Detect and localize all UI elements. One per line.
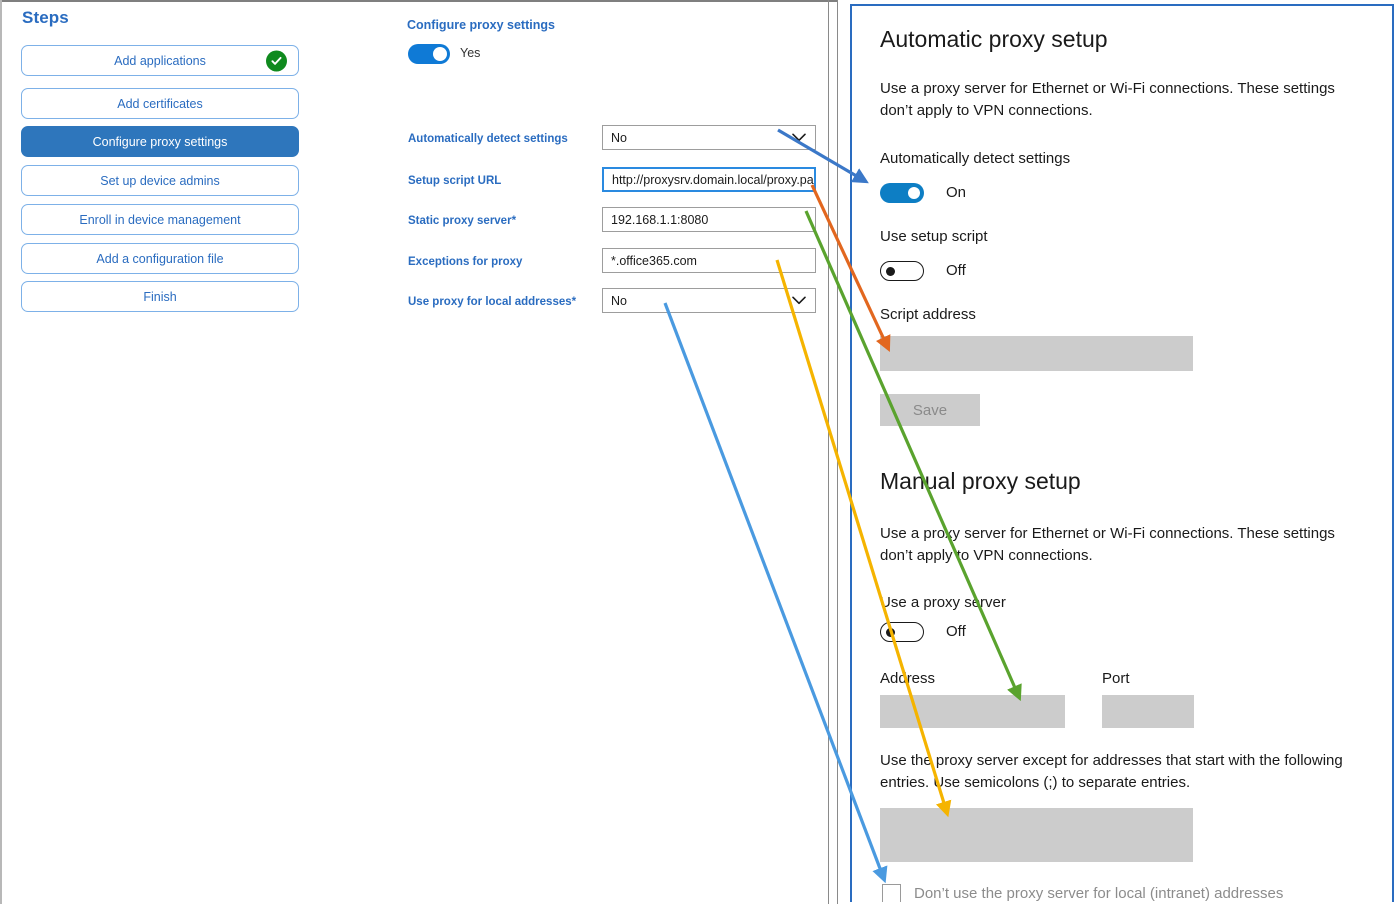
automatically-detect-settings-toggle[interactable] (880, 183, 924, 203)
label-use-proxy-for-local-addresses: Use proxy for local addresses* (408, 296, 577, 308)
panel-divider-1 (828, 0, 829, 904)
use-setup-script-label: Use setup script (880, 228, 988, 245)
step-add-certificates[interactable]: Add certificates (21, 88, 299, 119)
windows-proxy-settings-panel: Automatic proxy setup Use a proxy server… (850, 4, 1394, 902)
input-static-proxy-server[interactable]: 192.168.1.1:8080 (602, 207, 816, 232)
address-label: Address (880, 670, 936, 687)
manual-proxy-setup-description: Use a proxy server for Ethernet or Wi-Fi… (880, 525, 1335, 564)
step-label: Add a configuration file (96, 251, 224, 266)
select-automatically-detect-settings[interactable]: No (602, 125, 816, 150)
step-enroll-in-device-management[interactable]: Enroll in device management (21, 204, 299, 235)
use-setup-script-state: Off (946, 262, 966, 279)
chevron-down-icon (792, 131, 806, 145)
port-input[interactable] (1102, 695, 1194, 728)
form-heading: Configure proxy settings (407, 18, 555, 32)
use-a-proxy-server-toggle[interactable] (880, 622, 924, 642)
step-add-applications[interactable]: Add applications (21, 45, 299, 76)
step-set-up-device-admins[interactable]: Set up device admins (21, 165, 299, 196)
automatic-proxy-setup-description: Use a proxy server for Ethernet or Wi-Fi… (880, 80, 1335, 119)
step-label: Configure proxy settings (92, 134, 228, 149)
step-label: Finish (143, 289, 177, 304)
configure-proxy-toggle-value: Yes (460, 46, 481, 60)
select-use-proxy-for-local-addresses[interactable]: No (602, 288, 816, 313)
input-setup-script-url[interactable]: http://proxysrv.domain.local/proxy.pa (602, 167, 816, 192)
bypass-local-checkbox[interactable] (882, 884, 901, 902)
automatically-detect-settings-label: Automatically detect settings (880, 150, 1071, 167)
label-exceptions-for-proxy: Exceptions for proxy (408, 256, 523, 268)
script-address-label: Script address (880, 306, 976, 323)
exceptions-input[interactable] (880, 808, 1193, 862)
automatic-proxy-setup-heading: Automatic proxy setup (880, 26, 1108, 52)
label-static-proxy-server: Static proxy server* (408, 215, 517, 227)
step-label: Set up device admins (100, 173, 220, 188)
step-configure-proxy-settings[interactable]: Configure proxy settings (21, 126, 299, 157)
configure-proxy-form: Configure proxy settings Yes Automatical… (336, 0, 828, 904)
address-input[interactable] (880, 695, 1065, 728)
step-label: Add applications (114, 53, 206, 68)
use-a-proxy-server-label: Use a proxy server (880, 594, 1006, 611)
step-label: Enroll in device management (79, 212, 241, 227)
configure-proxy-toggle[interactable] (408, 44, 450, 64)
left-border (0, 0, 2, 904)
step-finish[interactable]: Finish (21, 281, 299, 312)
check-circle-icon (266, 50, 287, 71)
script-address-input[interactable] (880, 336, 1193, 371)
step-add-a-configuration-file[interactable]: Add a configuration file (21, 243, 299, 274)
step-label: Add certificates (117, 96, 203, 111)
top-divider (0, 0, 838, 2)
save-button[interactable]: Save (880, 394, 980, 426)
label-setup-script-url: Setup script URL (408, 175, 502, 187)
chevron-down-icon (792, 294, 806, 308)
bypass-local-label: Don’t use the proxy server for local (in… (914, 885, 1284, 902)
use-setup-script-toggle[interactable] (880, 261, 924, 281)
use-a-proxy-server-state: Off (946, 623, 966, 640)
panel-divider-2 (837, 0, 838, 904)
label-automatically-detect-settings: Automatically detect settings (408, 133, 568, 145)
manual-proxy-setup-heading: Manual proxy setup (880, 468, 1081, 494)
exceptions-description: Use the proxy server except for addresse… (880, 752, 1343, 791)
steps-panel: Steps Add applications Add certificates … (0, 0, 336, 904)
input-exceptions-for-proxy[interactable]: *.office365.com (602, 248, 816, 273)
port-label: Port (1102, 670, 1130, 687)
steps-heading: Steps (22, 8, 69, 27)
automatically-detect-settings-state: On (946, 184, 967, 201)
